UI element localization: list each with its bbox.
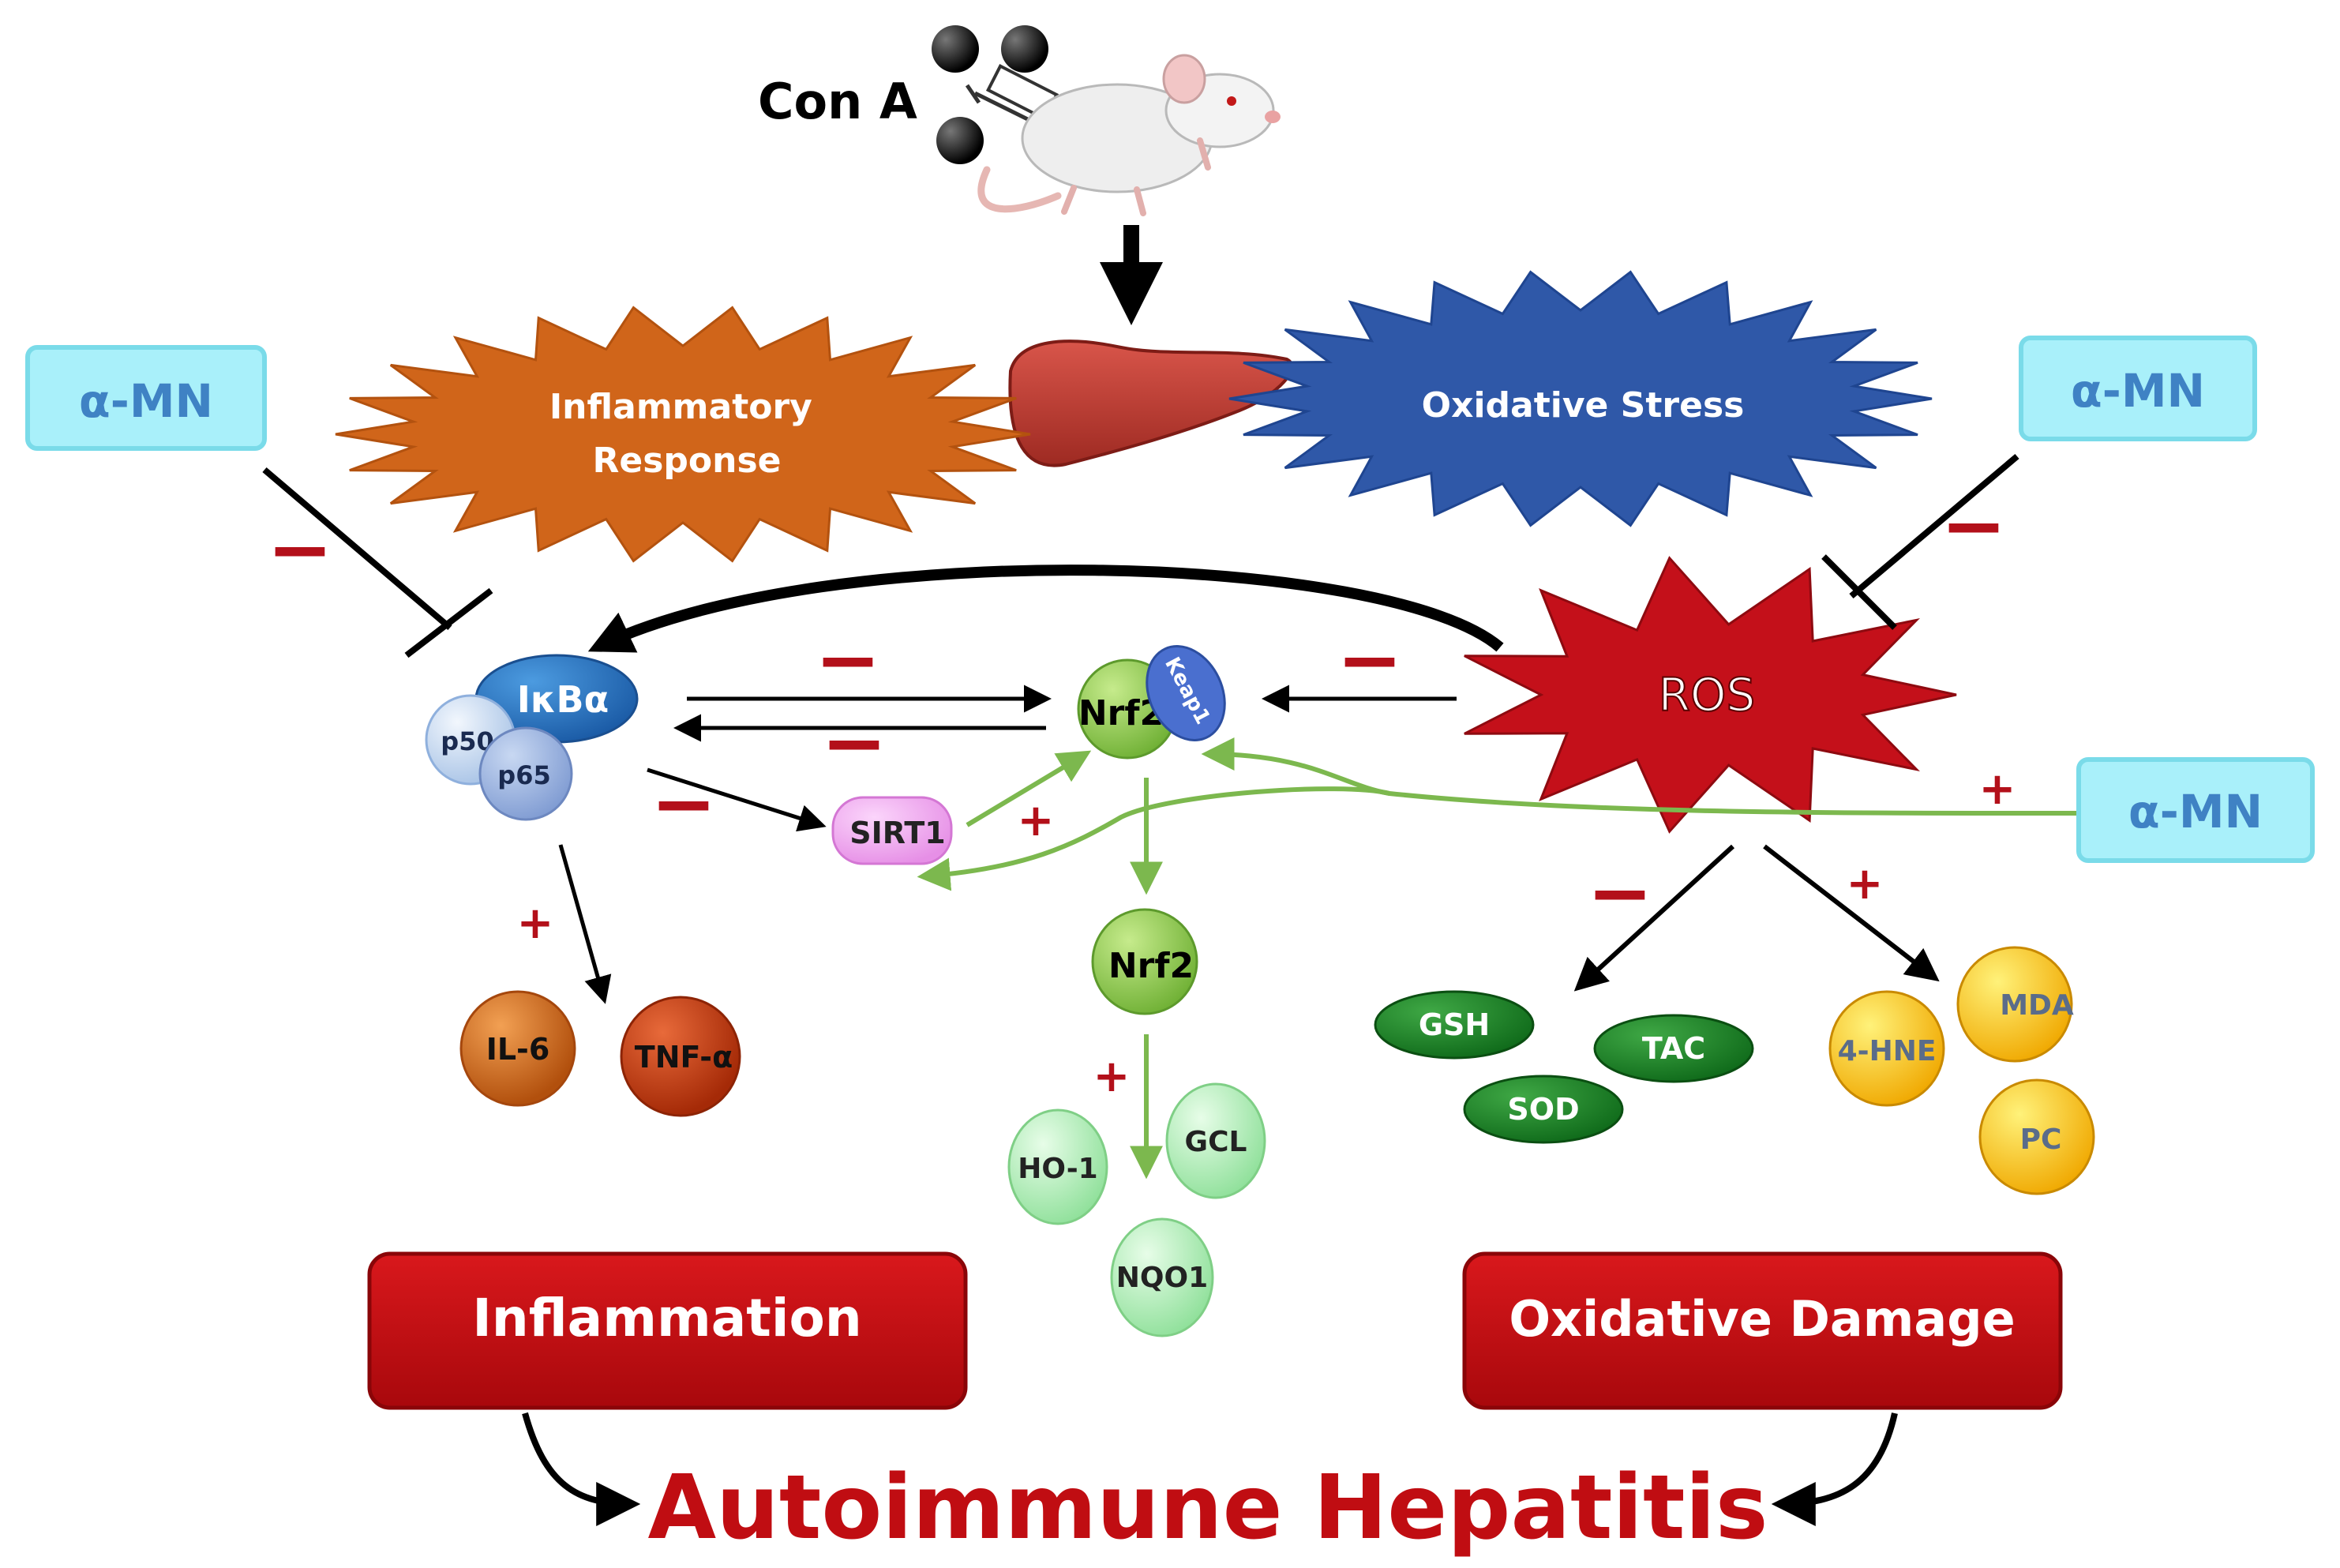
sirt1-protein: SIRT1 — [831, 796, 953, 865]
p65-protein — [478, 726, 573, 821]
nqo1-label: NQO1 — [1116, 1262, 1208, 1294]
sirt1-label: SIRT1 — [849, 816, 945, 850]
inhibition-left — [262, 467, 493, 658]
plus-sign: + — [517, 898, 554, 949]
p65-label: p65 — [497, 760, 550, 790]
hne-label: 4-HNE — [1838, 1035, 1937, 1067]
alpha-mn-to-sirt1-arrow — [917, 786, 1390, 891]
plus-sign: + — [1018, 795, 1055, 846]
alpha-mn-label: α-MN — [2071, 364, 2205, 418]
plus-sign: + — [1093, 1051, 1131, 1102]
ho1-label: HO-1 — [1018, 1153, 1097, 1185]
inflammatory-label-line2: Response — [593, 441, 782, 481]
liver-icon — [1008, 339, 1294, 467]
alpha-mn-to-nrf2-arrow — [1201, 737, 2077, 816]
hne-marker: 4-HNE — [1828, 990, 1945, 1107]
minus-sign: − — [821, 696, 887, 789]
plus-sign: + — [1979, 763, 2016, 815]
minus-sign: − — [815, 613, 881, 706]
inhibition-right — [1821, 453, 2019, 630]
inflammatory-response-burst — [335, 306, 1031, 563]
mda-label: MDA — [2000, 989, 2074, 1022]
pc-marker: PC — [1978, 1078, 2095, 1195]
ho1-protein: HO-1 — [1007, 1108, 1108, 1225]
plus-sign: + — [1847, 858, 1884, 910]
con-a-stimulus: Con A — [758, 25, 1048, 164]
oxidative-stress-label: Oxidative Stress — [1422, 385, 1745, 426]
minus-sign: − — [651, 757, 717, 850]
oxidative-stress-burst — [1228, 270, 1933, 527]
nrf2-nuclear-label: Nrf2 — [1108, 946, 1194, 986]
minus-sign: − — [1941, 479, 2007, 572]
ros-label: ROS — [1659, 668, 1756, 722]
nfkb-to-cytokines-arrow — [558, 844, 612, 1004]
sirt1-to-nrf2-arrow — [966, 750, 1092, 827]
pc-label: PC — [2020, 1123, 2062, 1156]
oxidative-damage-label: Oxidative Damage — [1509, 1290, 2015, 1348]
minus-sign: − — [1337, 613, 1403, 706]
il6-cytokine: IL-6 — [459, 990, 576, 1107]
minus-sign: − — [1587, 846, 1653, 939]
con-a-label: Con A — [758, 73, 917, 130]
nfkb-complex: IκBα p50 p65 — [425, 654, 639, 821]
il6-label: IL-6 — [486, 1032, 550, 1067]
gcl-label: GCL — [1185, 1126, 1247, 1158]
alpha-mn-box-right-bottom: α-MN — [2076, 757, 2315, 863]
gsh-marker: GSH — [1374, 990, 1535, 1060]
nfkb-to-sirt1-arrow — [647, 767, 827, 832]
tnfa-label: TNF-α — [635, 1040, 733, 1075]
inflammation-outcome-box: Inflammation — [367, 1251, 968, 1410]
con-a-bead — [1001, 25, 1048, 73]
gcl-protein: GCL — [1165, 1082, 1266, 1199]
regulation-signs: − − − − − − − + + + + + — [267, 479, 2016, 1102]
nqo1-protein: NQO1 — [1110, 1217, 1214, 1337]
con-a-bead — [932, 25, 979, 73]
sod-label: SOD — [1507, 1092, 1579, 1127]
minus-sign: − — [267, 503, 333, 595]
ros-to-oxidation-markers-arrow — [1763, 844, 1940, 982]
inflammatory-label-line1: Inflammatory — [549, 387, 812, 427]
inflammatory-response-label: Inflammatory Response — [549, 387, 824, 481]
mouse-icon — [977, 54, 1281, 216]
alpha-mn-box-right-top: α-MN — [2019, 336, 2257, 441]
nrf2-nuclear: Nrf2 — [1091, 908, 1198, 1015]
tac-label: TAC — [1642, 1031, 1705, 1066]
sod-marker: SOD — [1463, 1075, 1624, 1144]
inflammation-to-hepatitis-arrow — [522, 1412, 641, 1526]
oxidative-damage-outcome-box: Oxidative Damage — [1462, 1251, 2063, 1410]
mda-marker: MDA — [1956, 946, 2074, 1063]
con-a-bead — [936, 117, 984, 164]
ikba-label: IκBα — [517, 678, 609, 721]
oxidative-damage-to-hepatitis-arrow — [1771, 1412, 1898, 1526]
inflammation-label: Inflammation — [472, 1288, 862, 1349]
ros-to-antioxidants-arrow — [1573, 844, 1735, 992]
gsh-label: GSH — [1419, 1007, 1490, 1042]
alpha-mn-label: α-MN — [79, 374, 213, 428]
autoimmune-hepatitis-title: Autoimmune Hepatitis — [647, 1457, 1768, 1559]
alpha-mn-box-left: α-MN — [25, 345, 267, 451]
tac-marker: TAC — [1593, 1014, 1754, 1083]
ros-to-ikba-curved-arrow — [587, 565, 1504, 653]
tnfa-cytokine: TNF-α — [620, 996, 741, 1117]
alpha-mn-label: α-MN — [2128, 785, 2263, 838]
ros-burst — [1464, 556, 1957, 834]
nrf2-keap1-complex: Nrf2 Keap1 — [1077, 645, 1226, 760]
